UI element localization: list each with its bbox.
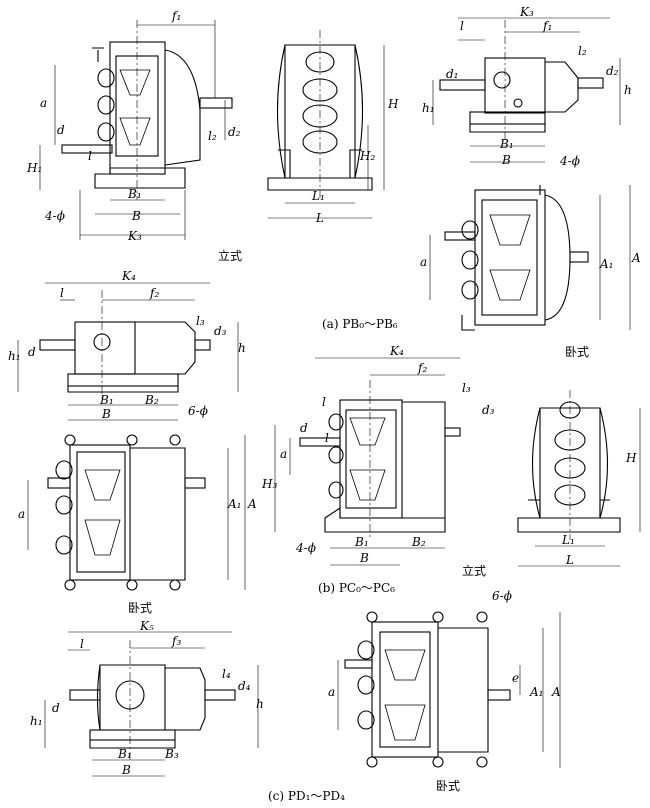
dim-d-b-top: d [28, 345, 36, 359]
pc-vertical-side-view [517, 390, 621, 540]
pc-horizontal-plan-view [47, 434, 206, 591]
dim-hole6-b-top: 6-ϕ [188, 404, 208, 418]
dim-l-a-top: l [460, 19, 464, 33]
dim-a-b-front: a [280, 447, 287, 461]
dim-H3-b-front: H₃ [261, 477, 277, 491]
dim-l4-c-top: l₄ [222, 667, 231, 681]
dim-B1-a-top: B₁ [499, 137, 514, 151]
dim-d3-b-front: d₃ [482, 403, 495, 417]
caption-a: (a) PB₀～PB₆ [322, 317, 398, 331]
dim-A1-b-plan: A₁ [227, 497, 241, 511]
pc-vertical-front-view [299, 380, 461, 540]
dim-l3-b-top: l₃ [196, 314, 205, 328]
dim-f2-b-front: f₂ [417, 361, 427, 375]
dim-l3-b-front: l₃ [462, 381, 471, 395]
dim-hole4-b-front: 4-ϕ [295, 541, 316, 555]
caption-c: (c) PD₁～PD₄ [268, 789, 345, 803]
dim-B1-b-front: B₁ [354, 535, 369, 549]
dim-K4-b-front: K₄ [389, 344, 404, 358]
dim-h1-b-top: h₁ [8, 349, 21, 363]
dim-f2-b-top: f₂ [149, 286, 159, 300]
caption-b: (b) PC₀～PC₆ [318, 581, 395, 595]
dim-d1-a-top: d₁ [446, 67, 459, 81]
dim-A-b-plan: A [247, 497, 257, 511]
dim-d-b-front: d [300, 421, 308, 435]
dim-e-c-plan: e [512, 671, 519, 685]
dim-B-a: B [131, 209, 141, 223]
dim-L-a-side: L [315, 211, 324, 225]
dim-d-a: d [57, 123, 65, 137]
dim-B-c-top: B [121, 763, 131, 777]
dim-d4-c-top: d₄ [238, 679, 251, 693]
dim-l-b-top: l [60, 286, 64, 300]
dim-hole6-c-plan: 6-ϕ [492, 589, 512, 603]
pb-horizontal-plan-view [444, 185, 589, 331]
dim-K3-a: K₃ [127, 229, 142, 243]
dim-h1-c-top: h₁ [30, 714, 43, 728]
dim-K4-b-top: K₄ [121, 269, 136, 283]
dim-A-a-plan: A [631, 251, 641, 265]
dim-h-b-top: h [238, 341, 246, 355]
dim-A-c-plan: A [551, 685, 561, 699]
dim-hole4-a: 4-ϕ [44, 209, 65, 223]
pb-vertical-side-view [267, 30, 373, 200]
dim-d-c-top: d [52, 701, 60, 715]
dim-B3-c-top: B₃ [164, 747, 179, 761]
dim-B1-c-top: B₁ [117, 747, 132, 761]
label-vertical-b: 立式 [462, 563, 486, 578]
dim-d2-a-top: d₂ [606, 64, 619, 78]
dim-B-b-front: B [359, 551, 369, 565]
dim-B-b-top: B [101, 407, 111, 421]
dim-h-c-top: h [256, 697, 264, 711]
pb-horizontal-top-view [439, 20, 604, 140]
label-horizontal-c: 卧式 [436, 779, 460, 793]
dim-l-b-front: l [325, 431, 329, 445]
dim-K3-a-top: K₃ [519, 5, 534, 19]
dim-K5-c-top: K₅ [139, 619, 154, 633]
dim-a-c-plan: a [328, 685, 335, 699]
dim-f1-a-top: f₁ [542, 19, 552, 33]
dim-B2-b-front: B₂ [411, 535, 426, 549]
pd-horizontal-top-view [69, 640, 236, 760]
dim-d3-b-top: d₃ [214, 324, 227, 338]
dim-H1-a: H₁ [26, 161, 42, 175]
dim-H2-a-side: H₂ [359, 149, 375, 163]
dim-A1-a-plan: A₁ [599, 257, 613, 271]
dim-f1-a: f₁ [171, 9, 181, 23]
pc-horizontal-top-view [39, 290, 211, 400]
label-horizontal-a: 卧式 [565, 345, 589, 359]
label-vertical-a: 立式 [218, 248, 242, 263]
dim-H-b-side: H [625, 451, 637, 465]
dim-a-a-plan: a [420, 255, 427, 269]
dim-L1-b-side: L₁ [561, 533, 575, 547]
dim-a-a: a [40, 96, 47, 110]
dim-B1-a: B₁ [127, 187, 142, 201]
pb-vertical-front-view [61, 20, 233, 200]
dim-h-a-top: h [624, 83, 632, 97]
dim-L-b-side: L [565, 553, 574, 567]
dim-l2-a-top: l₂ [578, 44, 587, 58]
dim-l-b-front-top: l [322, 395, 326, 409]
label-horizontal-b: 卧式 [128, 601, 152, 615]
dim-l-a: l [88, 149, 92, 163]
dim-B-a-top: B [501, 153, 511, 167]
pd-horizontal-plan-view [344, 611, 511, 768]
dim-hole4-a-top: 4-ϕ [559, 154, 580, 168]
dim-B2-b-top: B₂ [144, 393, 159, 407]
dim-l-c-top: l [80, 637, 84, 651]
dim-h1-a-top: h₁ [422, 101, 435, 115]
dim-l2-a: l₂ [208, 129, 217, 143]
dim-L1-a-side: L₁ [311, 189, 325, 203]
dim-A1-c-plan: A₁ [529, 685, 543, 699]
dim-a-b-plan: a [18, 507, 25, 521]
dim-H-a-side: H [387, 97, 399, 111]
dim-f3-c-top: f₃ [171, 634, 181, 648]
dim-B1-b-top: B₁ [99, 393, 114, 407]
dim-d2-a: d₂ [228, 125, 241, 139]
